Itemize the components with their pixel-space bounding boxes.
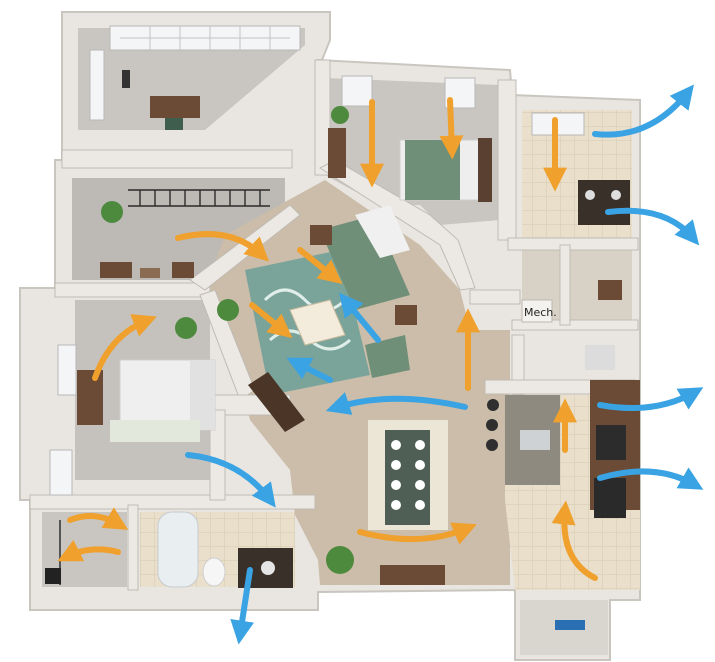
coffee-table <box>289 299 346 346</box>
armchair <box>365 335 410 378</box>
orange-airflow-arrow-icon <box>57 97 598 581</box>
refrigerator <box>594 478 626 518</box>
mech-room-label: Mech. <box>524 306 557 319</box>
furniture <box>45 70 640 630</box>
master-vanity <box>578 180 630 225</box>
entry-bench <box>380 565 445 585</box>
patio-chair <box>172 262 194 278</box>
master-bed <box>399 138 492 202</box>
patio-bench <box>100 262 132 278</box>
toilet <box>202 557 226 587</box>
media-console <box>248 372 305 432</box>
master-dresser <box>328 128 346 178</box>
office-chair <box>165 118 183 130</box>
kitchen-sink <box>520 430 550 450</box>
blue-airflow-arrow-icon <box>185 84 704 645</box>
office-desk <box>150 96 200 118</box>
sofa <box>320 215 410 310</box>
mech-room-box <box>521 299 553 323</box>
washer <box>585 345 615 370</box>
bar-stools <box>486 399 499 451</box>
left-bed <box>110 359 216 442</box>
dresser-left <box>77 370 103 425</box>
range-stove <box>596 425 626 460</box>
balcony-railing <box>128 189 270 207</box>
interior-walls <box>29 59 639 591</box>
dining-plates <box>391 440 425 510</box>
potted-plant-icon <box>101 106 354 574</box>
bathtub <box>157 511 199 588</box>
